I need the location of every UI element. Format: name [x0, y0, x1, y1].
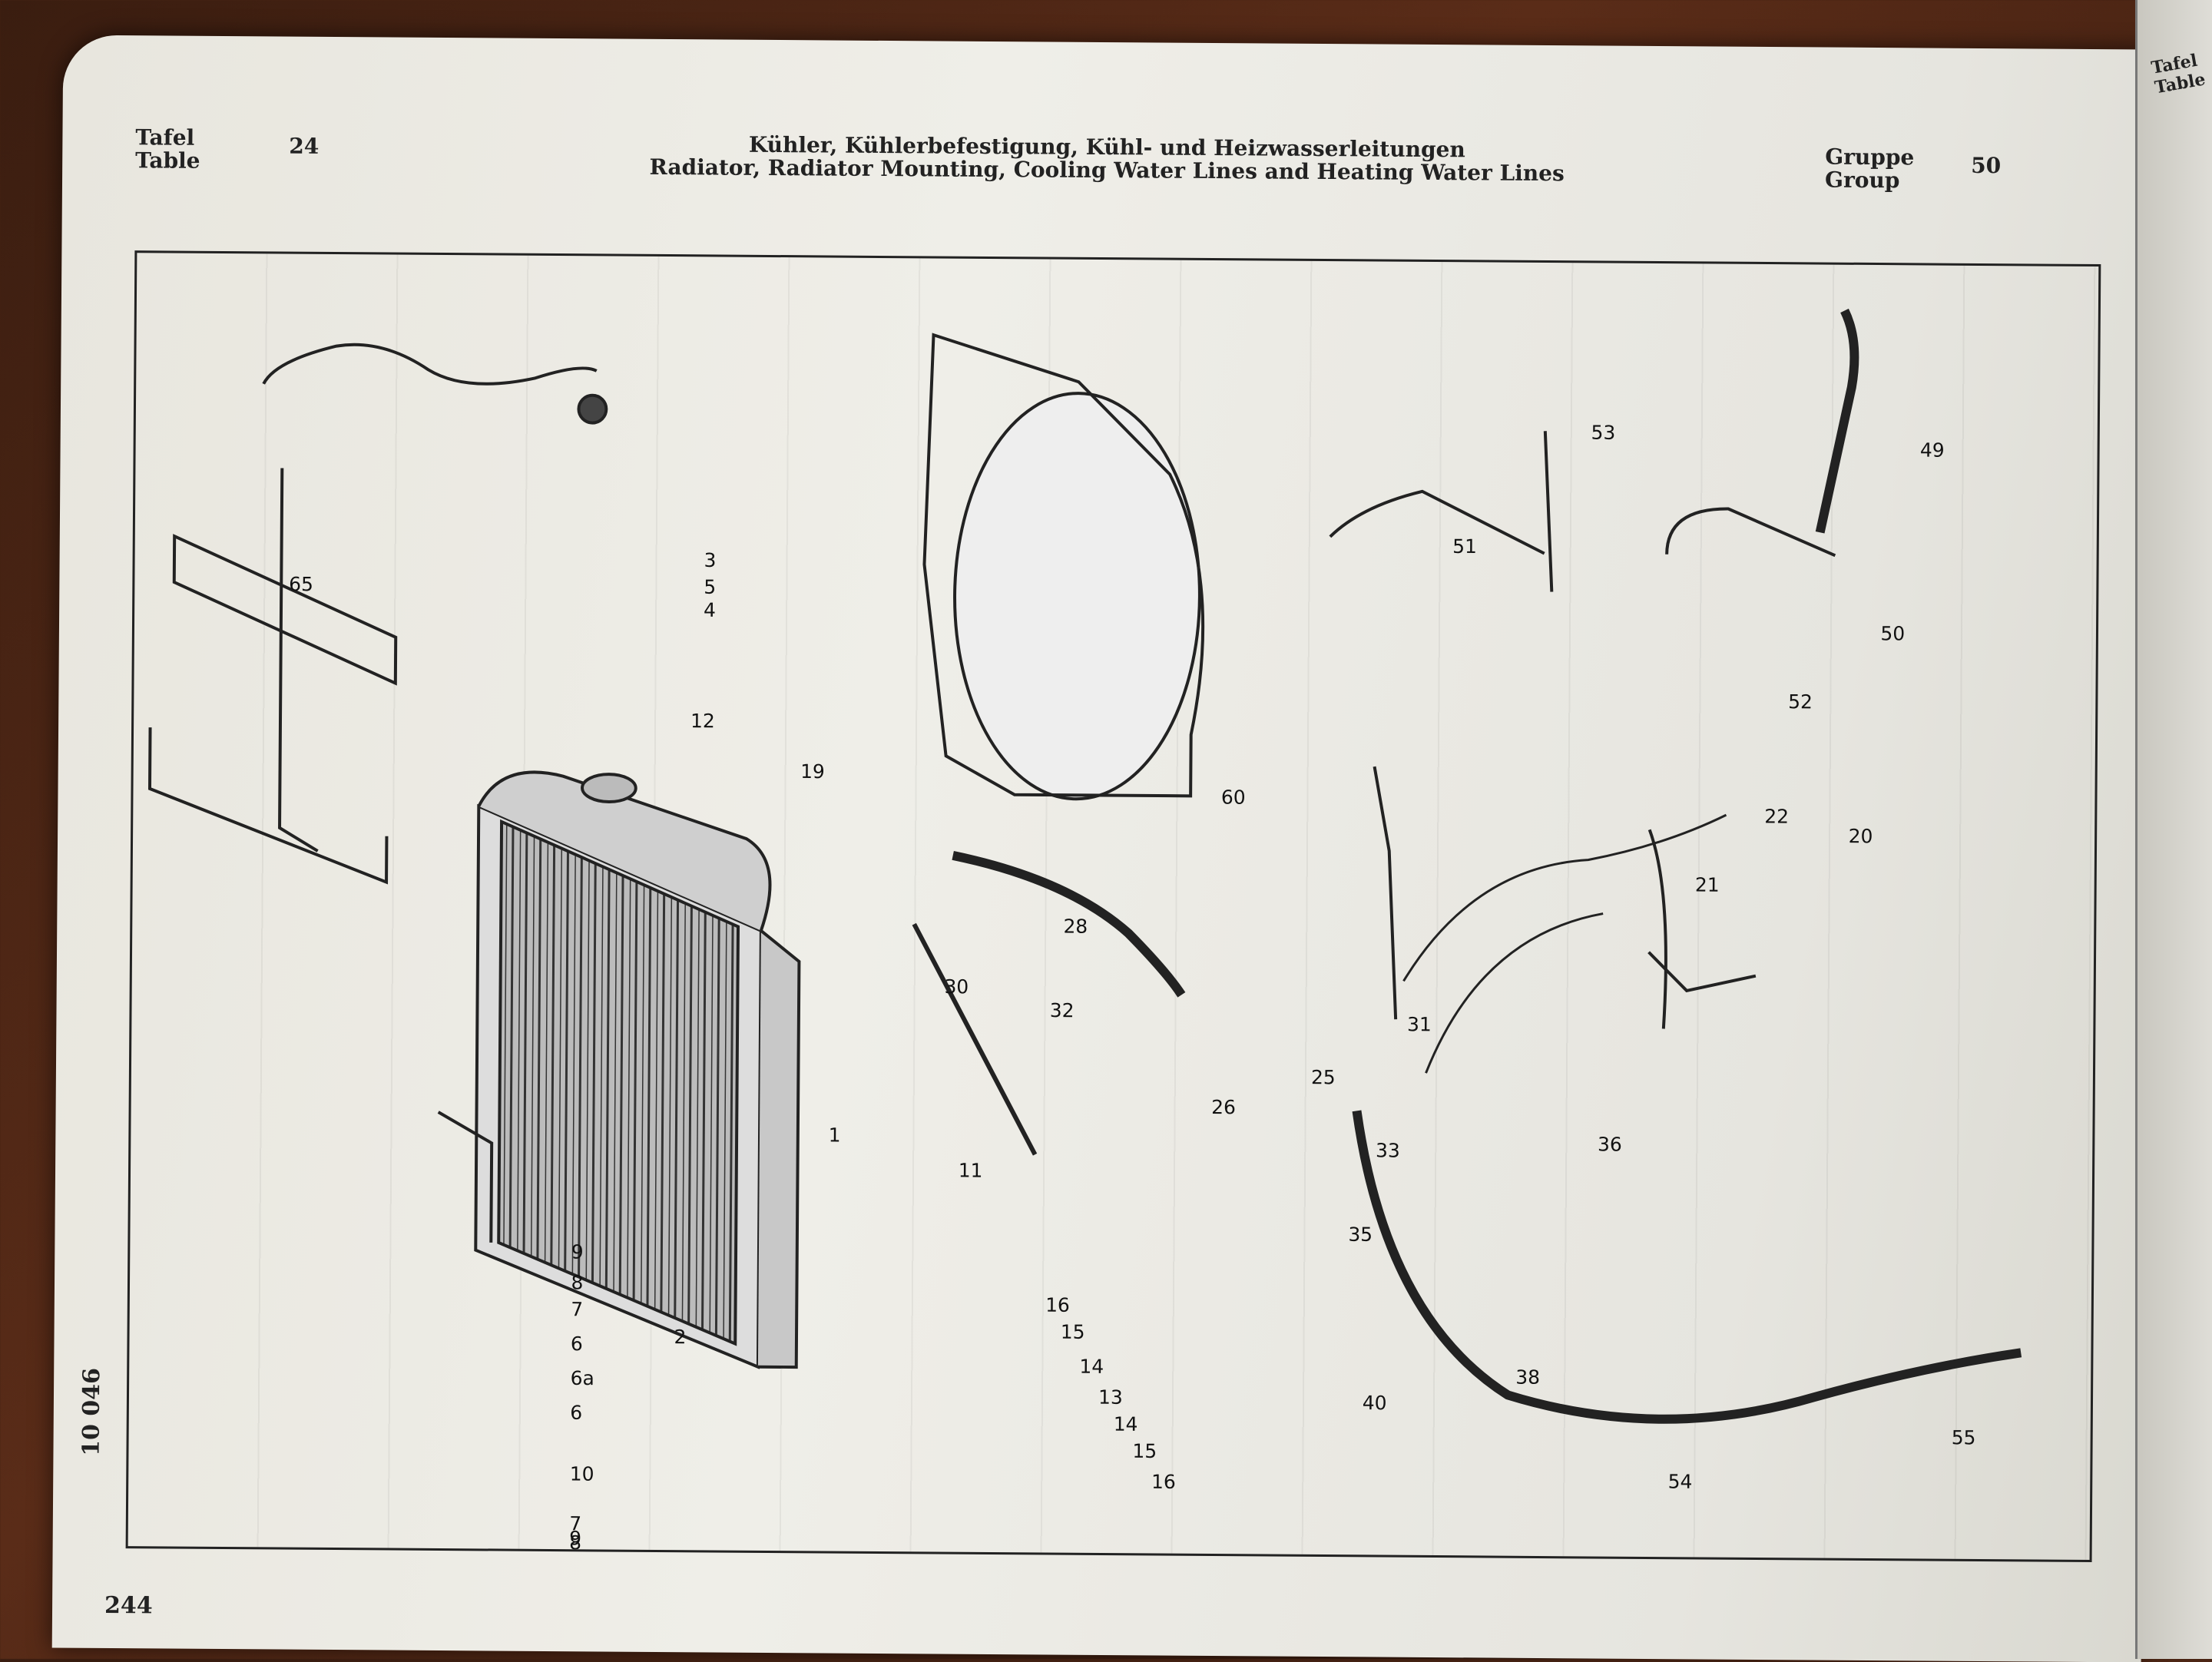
next-page-edge: Tafel Table	[2135, 0, 2212, 1659]
gruppe-label: Gruppe Group	[1824, 144, 1915, 194]
part-label-14b: 14	[1114, 1413, 1138, 1435]
part-label-1: 1	[829, 1124, 841, 1146]
page-number: 244	[104, 1591, 153, 1620]
part-label-7a: 7	[571, 1298, 583, 1320]
part-label-30: 30	[944, 975, 969, 998]
part-label-22: 22	[1764, 805, 1789, 827]
radiator-core-drawing	[437, 770, 801, 1369]
exploded-diagram: 65 3 5 4 12 19 60 53 49 51 50 52 22 20 2…	[125, 250, 2101, 1563]
part-label-6b: 6	[570, 1402, 582, 1424]
next-page-tafel-label: Tafel Table	[2150, 50, 2207, 98]
part-label-15a: 15	[1061, 1321, 1085, 1343]
part-label-6a: 6	[571, 1333, 583, 1355]
part-label-20: 20	[1849, 825, 1873, 847]
part-label-19: 19	[800, 760, 825, 783]
part-label-2: 2	[674, 1326, 686, 1348]
part-label-12: 12	[690, 710, 715, 732]
part-label-15b: 15	[1132, 1440, 1157, 1462]
part-label-7b: 7	[569, 1512, 581, 1535]
part-label-8b: 8	[569, 1531, 581, 1554]
part-label-6a-variant: 6a	[571, 1367, 594, 1389]
part-label-52: 52	[1788, 690, 1813, 713]
part-label-40: 40	[1363, 1392, 1387, 1414]
side-reference-number: 10 046	[78, 1367, 106, 1456]
part-label-3: 3	[704, 549, 716, 571]
catalog-page: Tafel Table 24 Kühler, Kühlerbefestigung…	[51, 35, 2153, 1662]
part-label-65: 65	[289, 573, 313, 595]
part-label-60: 60	[1221, 786, 1246, 809]
part-label-51: 51	[1452, 535, 1477, 558]
fan-shroud-drawing	[922, 333, 1205, 801]
part-label-11: 11	[959, 1159, 983, 1181]
part-label-5: 5	[704, 576, 716, 598]
part-label-35: 35	[1348, 1223, 1373, 1246]
part-label-26: 26	[1211, 1096, 1236, 1118]
part-label-13: 13	[1098, 1386, 1123, 1409]
part-label-16b: 16	[1151, 1471, 1176, 1493]
part-label-38: 38	[1515, 1366, 1540, 1389]
gruppe-label-de: Gruppe	[1825, 144, 1915, 171]
gruppe-number: 50	[1971, 152, 2002, 179]
part-label-10: 10	[570, 1463, 594, 1485]
gruppe-label-en: Group	[1824, 167, 1900, 194]
part-label-55: 55	[1952, 1426, 1976, 1448]
part-label-9a: 9	[571, 1241, 584, 1263]
mounting-frame-drawing	[147, 343, 608, 885]
part-label-16a: 16	[1045, 1294, 1070, 1316]
part-label-28: 28	[1063, 915, 1088, 938]
part-label-36: 36	[1598, 1133, 1622, 1155]
part-label-31: 31	[1407, 1013, 1432, 1035]
part-label-21: 21	[1695, 873, 1720, 896]
part-label-4: 4	[704, 599, 716, 621]
part-label-25: 25	[1311, 1066, 1336, 1088]
part-label-49: 49	[1920, 439, 1945, 462]
part-label-32: 32	[1050, 999, 1075, 1021]
parts-drawing: 65 3 5 4 12 19 60 53 49 51 50 52 22 20 2…	[147, 308, 2022, 1554]
part-label-33: 33	[1376, 1139, 1400, 1161]
part-label-8a: 8	[571, 1271, 583, 1293]
part-label-14a: 14	[1079, 1356, 1104, 1378]
part-label-50: 50	[1880, 622, 1905, 644]
part-label-54: 54	[1668, 1470, 1693, 1492]
part-label-53: 53	[1591, 422, 1615, 444]
part-label-9b: 9	[569, 1527, 581, 1549]
